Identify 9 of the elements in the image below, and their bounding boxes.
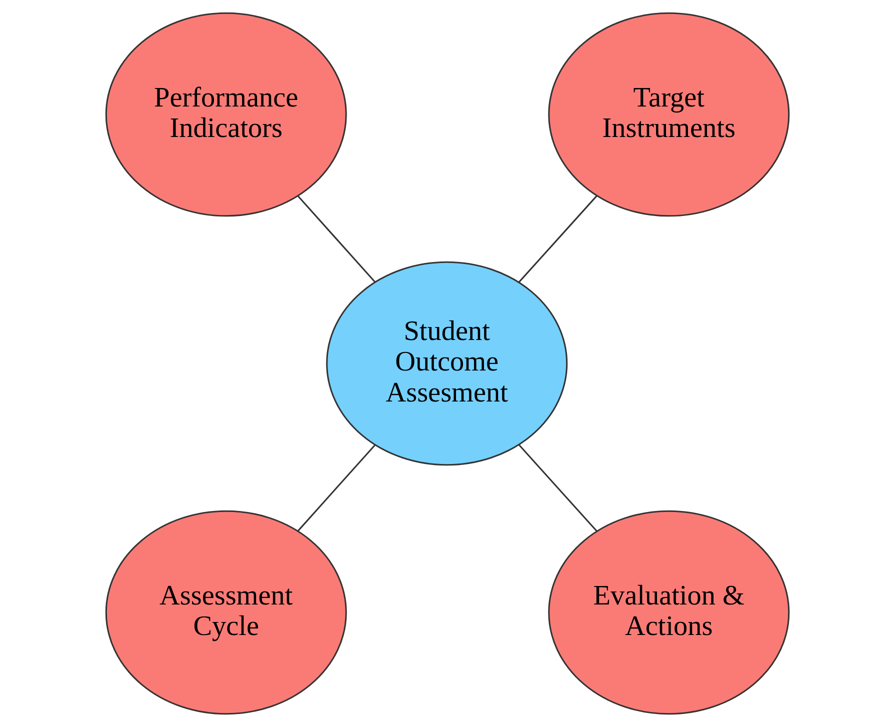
connector <box>298 196 376 282</box>
connector <box>297 444 376 532</box>
node-ellipse: Student Outcome Assesment <box>326 261 568 466</box>
connector <box>518 195 598 283</box>
node-ellipse: Performance Indicators <box>105 12 347 217</box>
node-ellipse: Target Instruments <box>548 12 790 217</box>
node-ellipse: Evaluation & Actions <box>548 510 790 715</box>
node-ellipse: Assessment Cycle <box>105 510 347 715</box>
connector <box>518 444 598 532</box>
